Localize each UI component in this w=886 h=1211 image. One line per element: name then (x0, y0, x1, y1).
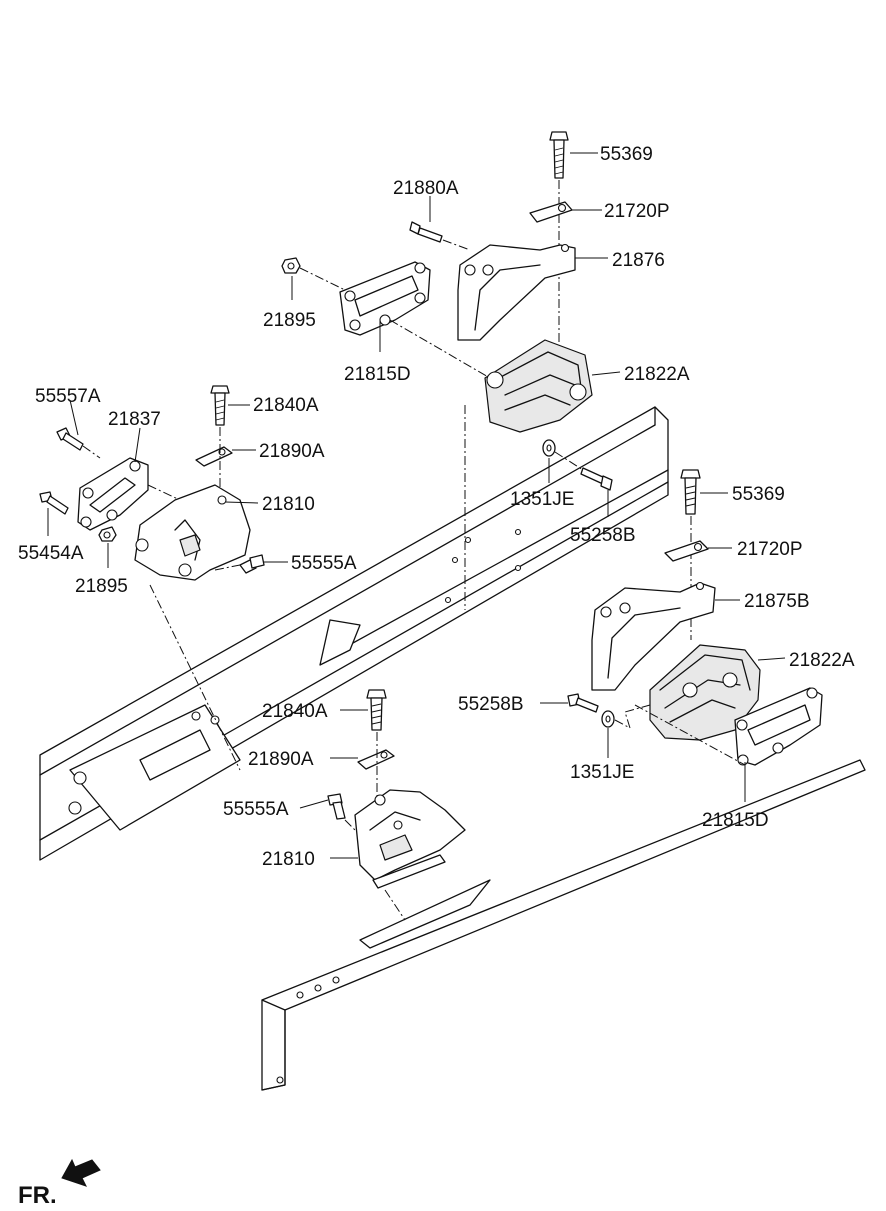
bolt-21840a-left (210, 385, 230, 426)
callout-55369-top: 55369 (600, 144, 653, 165)
callout-21822a-top: 21822A (624, 364, 690, 385)
nut-21895-top (281, 257, 301, 274)
front-direction-arrow-icon (61, 1158, 101, 1187)
callout-21822a-right: 21822A (789, 650, 855, 671)
callout-55258b-top: 55258B (570, 525, 636, 546)
callout-21815d-top: 21815D (344, 364, 411, 385)
callout-21895-top: 21895 (263, 310, 316, 331)
plate-21720p-top (529, 201, 573, 223)
nut-21895-left (98, 526, 117, 542)
callout-55555a-left: 55555A (291, 553, 357, 574)
bolt-55258b-top (580, 467, 613, 491)
plate-21890a-bottom (357, 749, 395, 770)
mount-21822a-top (484, 339, 593, 433)
bolt-55369-right (680, 469, 701, 515)
washer-1351je-top (542, 439, 556, 457)
mount-21810-left (134, 484, 251, 581)
callout-21876: 21876 (612, 250, 665, 271)
callout-21880a: 21880A (393, 178, 459, 199)
callout-1351je-right: 1351JE (570, 762, 634, 783)
callout-21890a-left: 21890A (259, 441, 325, 462)
callout-21815d-right: 21815D (702, 810, 769, 831)
callout-55369-right: 55369 (732, 484, 785, 505)
plate-21720p-right (664, 540, 709, 562)
bolt-21880a (409, 221, 443, 243)
washer-1351je-right (601, 710, 615, 728)
bolt-55555a-left (239, 554, 265, 574)
callout-1351je-top: 1351JE (510, 489, 574, 510)
front-indicator: FR. (18, 1158, 101, 1209)
bracket-21876 (457, 243, 576, 341)
plate-21815d-top (339, 261, 431, 336)
bracket-21875b (591, 581, 716, 691)
mount-21822a-right (649, 644, 761, 741)
callout-labels: 55369 21880A 21720P 21876 21895 21815D 2… (18, 144, 855, 870)
callout-21875b: 21875B (744, 591, 810, 612)
callout-21895-left: 21895 (75, 576, 128, 597)
callout-21810-bottom: 21810 (262, 849, 315, 870)
plate-21890a-left (195, 446, 233, 467)
callout-55555a-bottom: 55555A (223, 799, 289, 820)
bolt-55555a-bottom (327, 793, 346, 820)
bolt-55369-top (549, 131, 569, 179)
callout-55454a: 55454A (18, 543, 84, 564)
callout-55258b-right: 55258B (458, 694, 524, 715)
bolt-55258b-right (567, 693, 599, 713)
callout-21810-left: 21810 (262, 494, 315, 515)
bolt-55454a (39, 491, 69, 515)
lower-frame-rail (261, 759, 866, 1091)
front-label: FR. (18, 1182, 57, 1209)
callout-21840a-bottom: 21840A (262, 701, 328, 722)
mount-21810-bottom (354, 789, 466, 889)
bolt-55557a (56, 427, 84, 451)
callout-21720p-top: 21720P (604, 201, 670, 222)
bracket-21837 (77, 457, 149, 531)
callout-21837: 21837 (108, 409, 161, 430)
leader-lines (47, 152, 786, 859)
callout-55557a: 55557A (35, 386, 101, 407)
bolt-21840a-bottom (366, 689, 387, 731)
callout-21720p-right: 21720P (737, 539, 803, 560)
crossmember-bracket (68, 704, 241, 831)
callout-21890a-bottom: 21890A (248, 749, 314, 770)
callout-21840a-left: 21840A (253, 395, 319, 416)
